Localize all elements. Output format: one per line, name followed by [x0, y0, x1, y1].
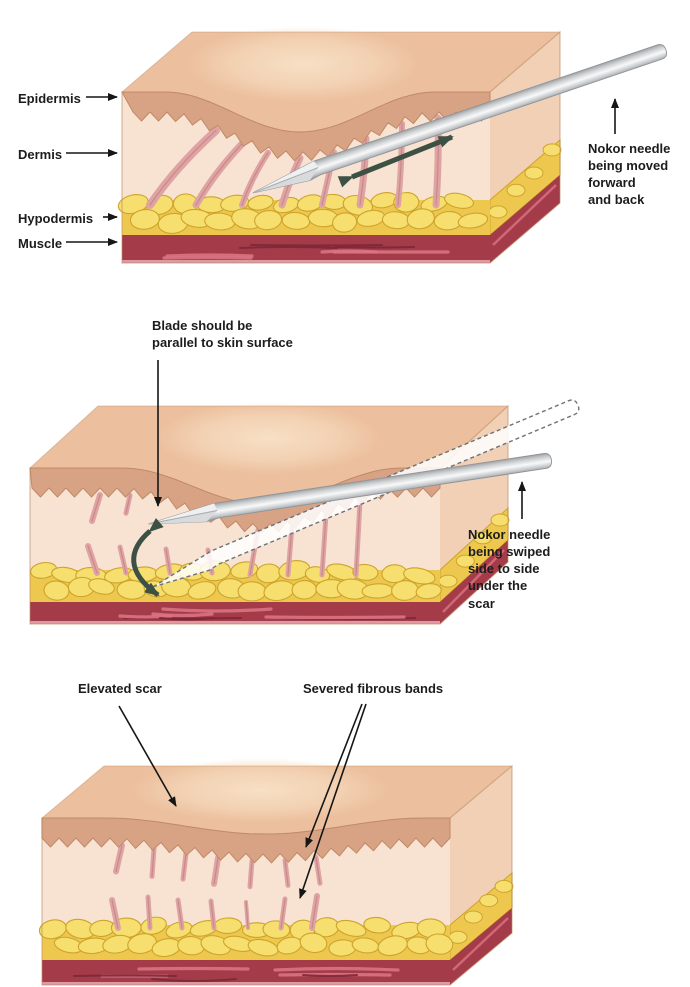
note-blade-parallel: Blade should be parallel to skin surface [152, 318, 293, 351]
caption-needle-forward-back: Nokor needle being moved forward and bac… [588, 141, 671, 208]
layer-label-dermis: Dermis [18, 147, 63, 162]
layer-label-hypodermis: Hypodermis [18, 211, 94, 226]
layer-label-epidermis: Epidermis [18, 91, 81, 106]
layer-label-muscle: Muscle [18, 236, 63, 251]
caption-needle-swiped: Nokor needle being swiped side to side u… [468, 527, 551, 611]
label-elevated-scar: Elevated scar [78, 681, 162, 696]
label-severed-fibrous-bands: Severed fibrous bands [303, 681, 444, 696]
